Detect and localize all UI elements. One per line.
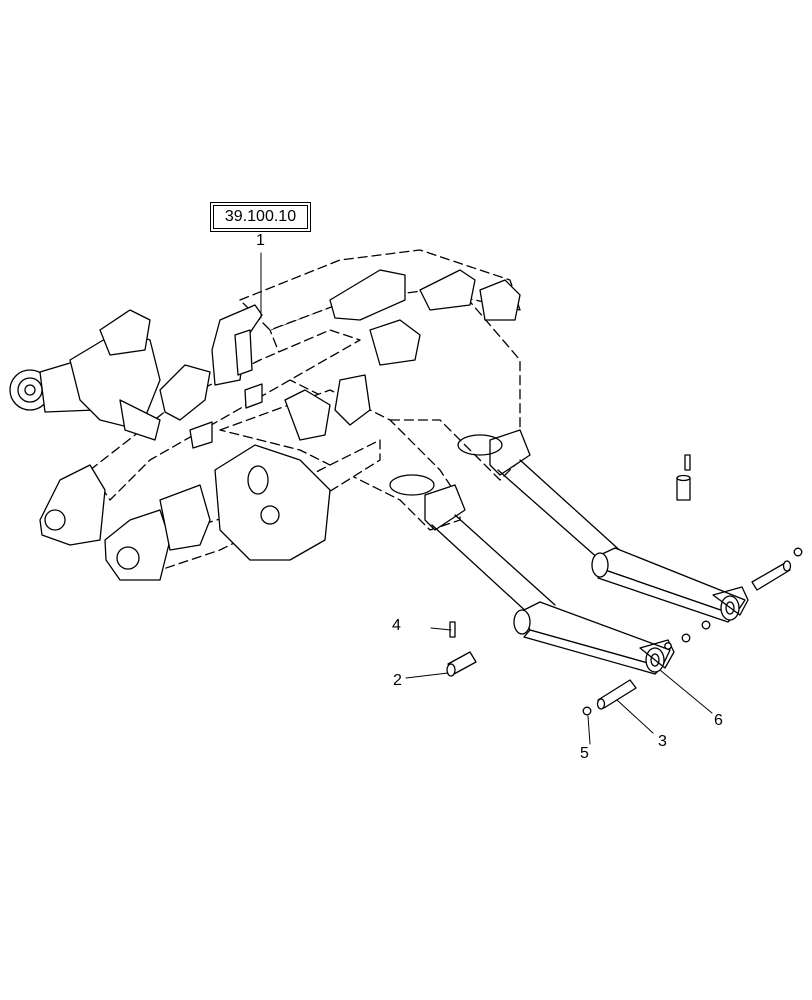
callout-4[interactable]: 4 [392, 617, 401, 634]
reference-number-box[interactable]: 39.100.10 [210, 202, 311, 232]
part-1-lift-bracket [211, 304, 263, 386]
roll-pin-4-lower [449, 621, 456, 638]
pin-2-upper [676, 474, 691, 501]
beam-end-rear [457, 429, 531, 476]
clip-5-front-b [664, 642, 672, 650]
hydraulic-cylinder-front [513, 601, 675, 675]
axle-hub-assembly [9, 309, 161, 441]
callout-3[interactable]: 3 [658, 733, 667, 750]
callout-5[interactable]: 5 [580, 745, 589, 762]
frame-brackets [189, 269, 521, 449]
front-knuckle [39, 464, 211, 581]
leader-lines [260, 252, 713, 745]
pin-2-lower [446, 651, 477, 677]
hitch-bracket [159, 364, 211, 421]
clip-5-rear [701, 620, 711, 630]
roll-pin-4-upper [684, 454, 691, 471]
clip-5-lower [582, 706, 592, 716]
callout-2[interactable]: 2 [393, 672, 402, 689]
pin-3-lower [596, 679, 637, 710]
hydraulic-cylinder-rear [591, 547, 749, 623]
cylinder-rods [431, 459, 626, 616]
clip-5-right [793, 547, 803, 557]
callout-1[interactable]: 1 [256, 232, 265, 249]
beam-end-front [389, 474, 466, 531]
clip-5-front-a [681, 633, 691, 643]
callout-6[interactable]: 6 [714, 712, 723, 729]
pin-3-right [751, 560, 792, 591]
main-frame [89, 249, 521, 571]
center-plate [214, 444, 331, 561]
